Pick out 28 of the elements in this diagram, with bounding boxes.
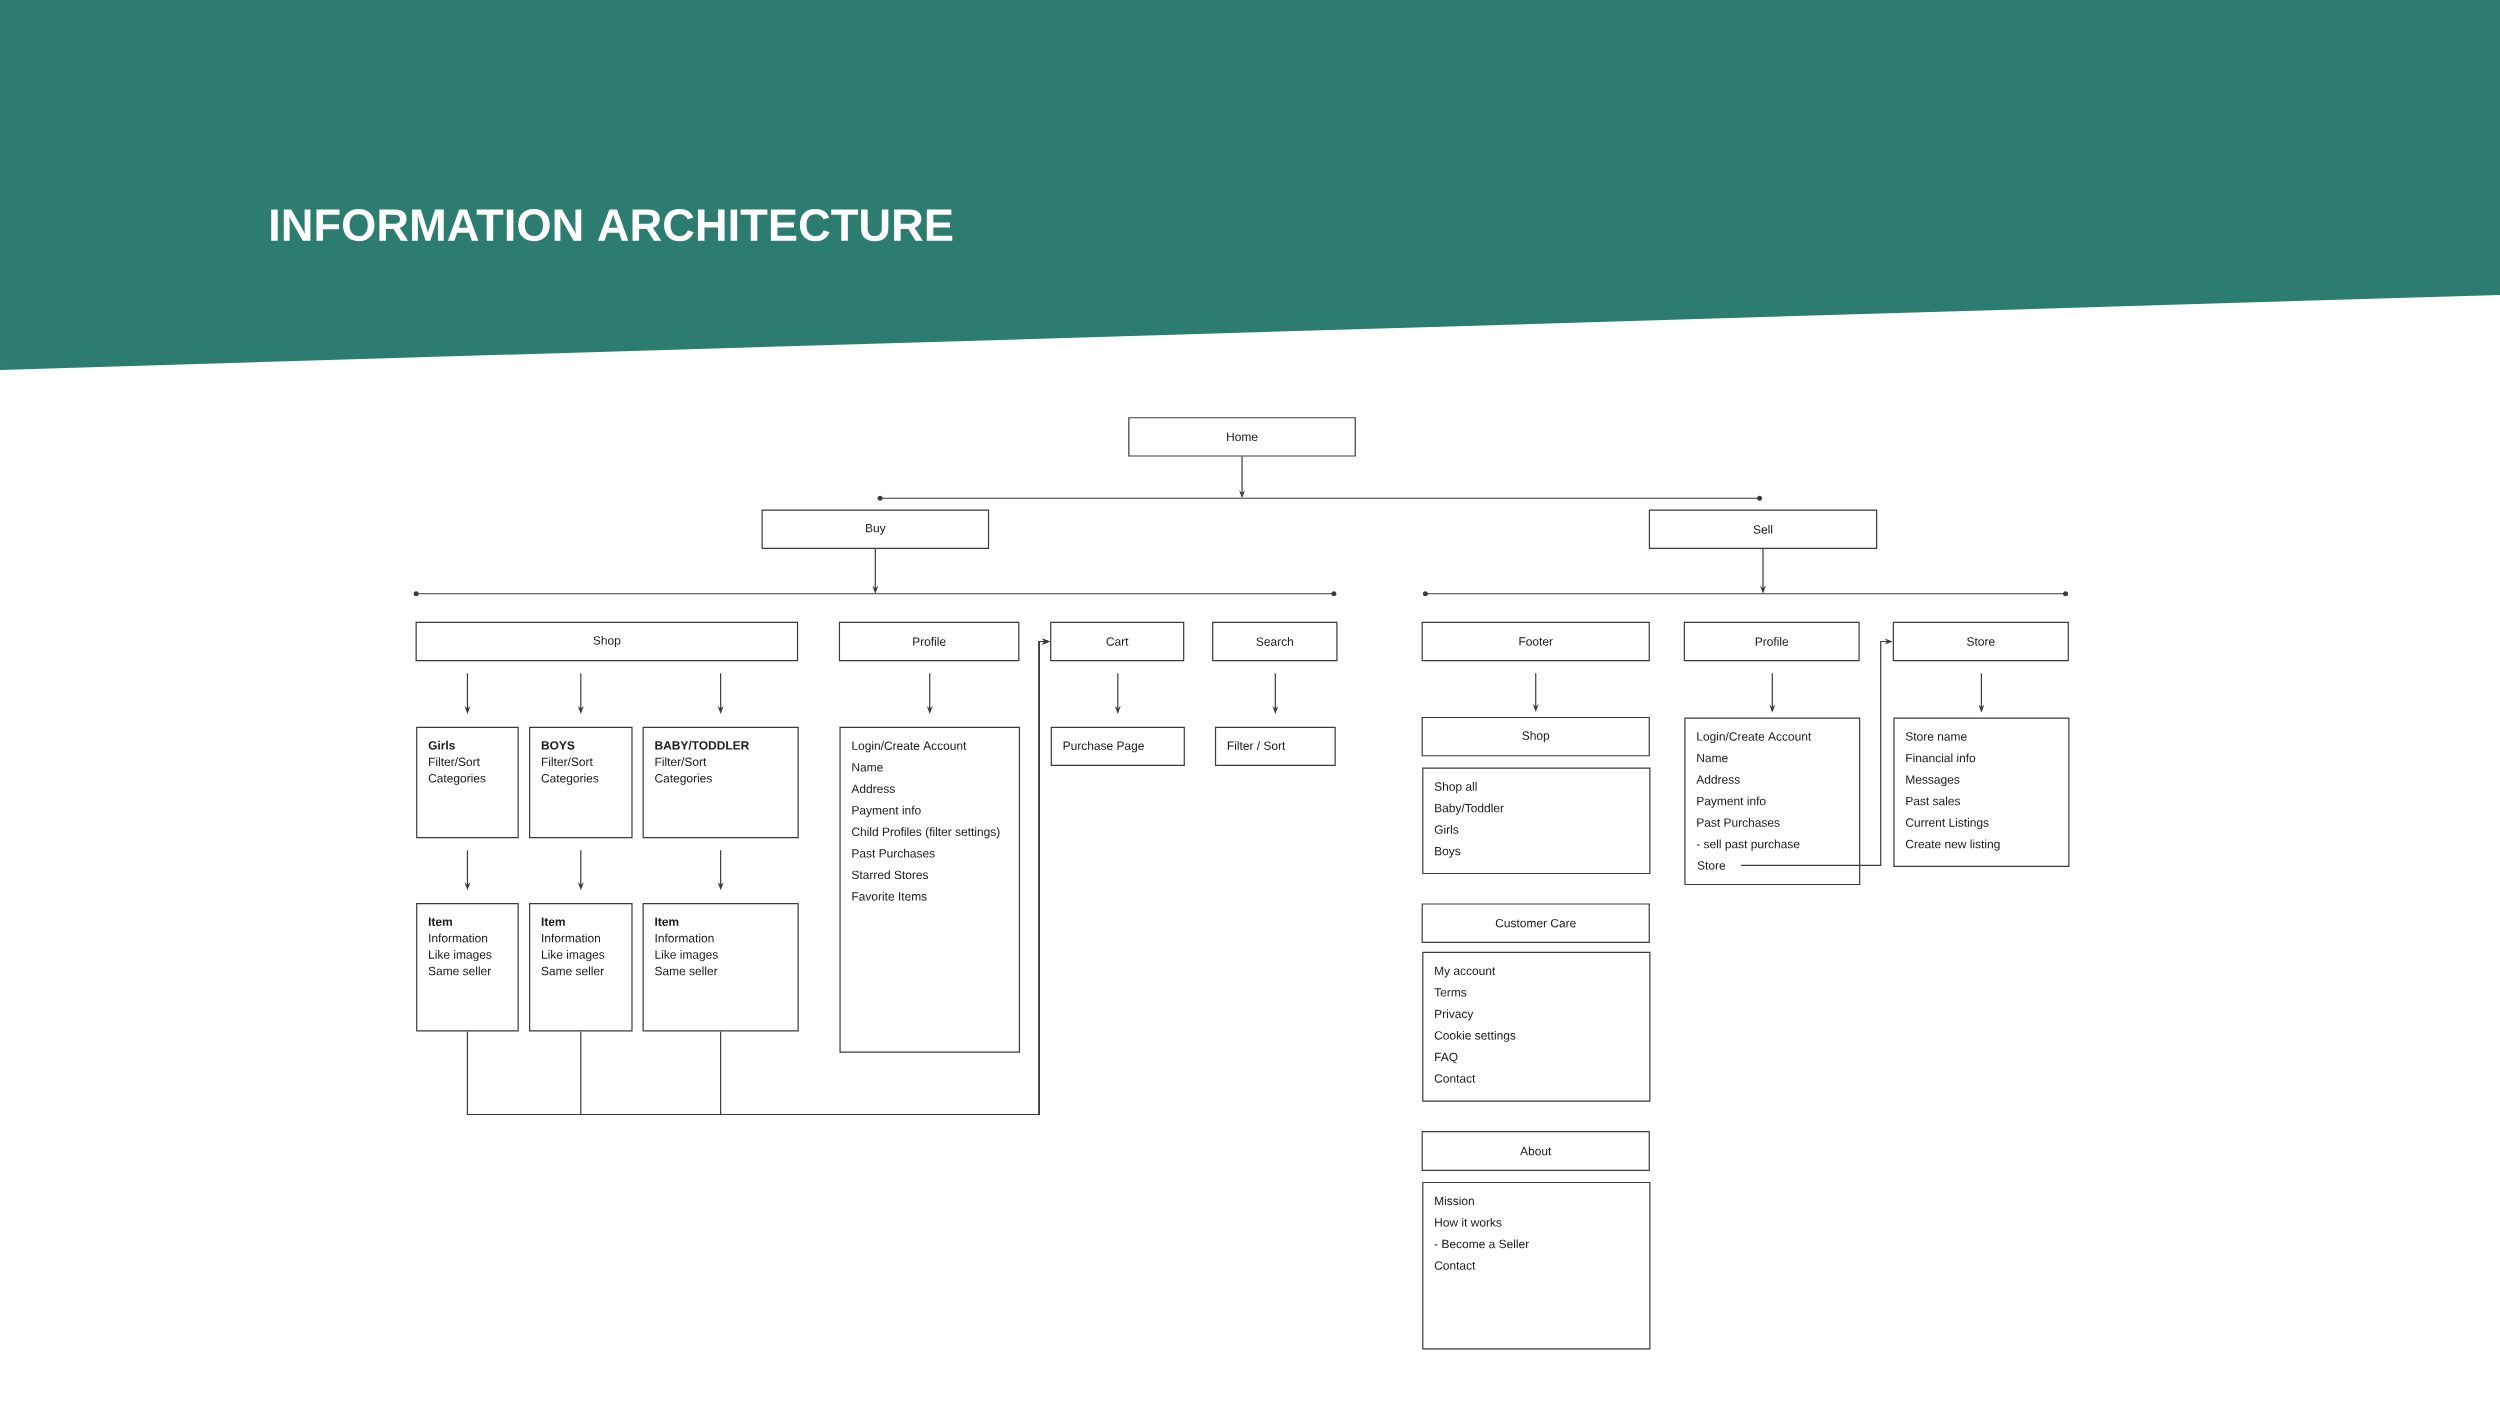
- page-box: Profile: [838, 621, 1020, 662]
- page-box: Footer: [1421, 621, 1650, 662]
- page-box: Buy: [761, 509, 990, 549]
- list-item-text: Store: [1697, 861, 1726, 870]
- page-box: Shop: [1421, 716, 1650, 757]
- page-box: Cart: [1050, 621, 1185, 662]
- page-title: INFORMATION ARCHITECTURE: [271, 209, 953, 242]
- content-list-box: Login/Create Account Name Address Payment info Child Profiles (filter settings) Past Purchases Starred Stores Favorite Items: [839, 726, 1021, 1053]
- category-box: Girls Filter/Sort Categories: [416, 726, 519, 839]
- item-detail-box: Item Information Like images Same seller: [529, 902, 633, 1032]
- page-box: Purchase Page: [1050, 726, 1185, 766]
- content-list-box: My account Terms Privacy Cookie settings FAQ Contact: [1422, 951, 1651, 1102]
- page-box: Sell: [1648, 509, 1878, 549]
- page-box: Profile: [1683, 621, 1860, 662]
- page-box: Store: [1892, 621, 2069, 662]
- category-box: BABY/TODDLER Filter/Sort Categories: [642, 726, 799, 839]
- page-box: About: [1421, 1131, 1650, 1171]
- page-box: Home: [1128, 417, 1356, 457]
- item-detail-box: Item Information Like images Same seller: [642, 902, 799, 1032]
- content-list-box: Store name Financial info Messages Past sales Current Listings Create new listing: [1893, 717, 2070, 867]
- page-box: Search: [1212, 621, 1338, 662]
- page-box: Filter / Sort: [1214, 726, 1336, 766]
- page-box: Shop: [415, 621, 799, 662]
- page-box: Customer Care: [1421, 903, 1650, 943]
- content-list-box: Shop all Baby/Toddler Girls Boys: [1422, 767, 1651, 874]
- category-box: BOYS Filter/Sort Categories: [529, 726, 633, 839]
- item-detail-box: Item Information Like images Same seller: [416, 902, 519, 1032]
- content-list-box: Mission How it works - Become a Seller Contact: [1422, 1181, 1651, 1350]
